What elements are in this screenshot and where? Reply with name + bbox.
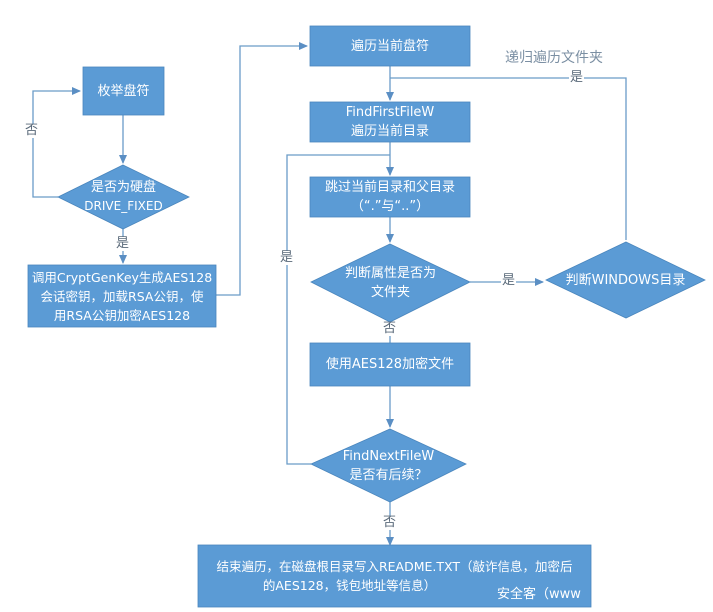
is-windows-text: 判断WINDOWS目录 [546, 242, 705, 318]
edge-next-yes-loop [286, 154, 390, 465]
label-next-yes: 是 [279, 250, 295, 265]
is-fixed-drive-line2: DRIVE_FIXED [84, 199, 163, 213]
traverse-drive-label: 遍历当前盘符 [350, 38, 429, 54]
watermark: 安全客（www [497, 587, 581, 602]
node-encrypt-file [309, 342, 471, 387]
label-next-no: 否 [382, 515, 398, 530]
edge-fixed-no-loop [32, 87, 81, 198]
edge-recursive-loop [390, 77, 627, 240]
gen-key-line3: 用RSA公钥加密AES128 [53, 307, 191, 323]
is-folder-line2: 文件夹 [370, 285, 410, 300]
node-is-fixed-drive [57, 164, 190, 230]
find-next-line2: 是否有后续？ [349, 467, 428, 483]
encrypt-file-text: 使用AES128加密文件 [310, 343, 470, 386]
is-folder-text: 判断属性是否为 文件夹 [311, 244, 470, 322]
skip-dirs-text: 跳过当前目录和父目录 （“.”与“..”） [310, 177, 470, 217]
node-find-first [309, 101, 471, 143]
node-traverse-drive [309, 25, 471, 67]
node-gen-key [27, 264, 217, 328]
label-fixed-no: 否 [24, 123, 40, 138]
label-folder-no: 否 [382, 321, 398, 336]
node-enum-drives [82, 66, 165, 116]
node-is-windows [545, 241, 706, 319]
enum-drives-label: 枚举盘符 [97, 83, 150, 99]
find-first-text: FindFirstFileW 遍历当前目录 [310, 102, 470, 142]
skip-dirs-line1: 跳过当前目录和父目录 [324, 180, 455, 195]
finish-text: 结束遍历，在磁盘根目录写入README.TXT（敲诈信息，加密后 的AES128… [198, 545, 591, 607]
is-fixed-drive-text: 是否为硬盘 DRIVE_FIXED [58, 165, 189, 229]
label-recursive-yes: 是 [569, 70, 585, 85]
label-folder-yes: 是 [501, 273, 517, 288]
label-fixed-yes: 是 [115, 236, 131, 251]
find-first-line2: 遍历当前目录 [350, 124, 429, 139]
find-first-line1: FindFirstFileW [345, 105, 435, 120]
gen-key-text: 调用CryptGenKey生成AES128 会话密钥，加载RSA公钥，使 用RS… [28, 265, 216, 327]
traverse-drive-text: 遍历当前盘符 [310, 26, 470, 66]
edge-genkey-to-traverse [216, 42, 308, 296]
skip-dirs-line2: （“.”与“..”） [350, 199, 430, 214]
finish-line1: 结束遍历，在磁盘根目录写入README.TXT（敲诈信息，加密后 [216, 559, 573, 574]
is-fixed-drive-line1: 是否为硬盘 [90, 180, 156, 195]
enum-drives-text: 枚举盘符 [83, 67, 164, 115]
is-windows-label: 判断WINDOWS目录 [565, 272, 686, 288]
encrypt-file-label: 使用AES128加密文件 [325, 357, 455, 372]
gen-key-line1: 调用CryptGenKey生成AES128 [31, 269, 213, 285]
label-recursive-title: 递归遍历文件夹 [505, 50, 603, 66]
is-folder-line1: 判断属性是否为 [344, 266, 436, 281]
gen-key-line2: 会话密钥，加载RSA公钥，使 [40, 288, 204, 304]
finish-line2: 的AES128，钱包地址等信息） [262, 578, 437, 593]
find-next-line1: FindNextFileW [342, 448, 435, 464]
node-find-next [310, 428, 467, 503]
find-next-text: FindNextFileW 是否有后续？ [311, 429, 466, 502]
node-skip-dirs [309, 176, 471, 218]
node-finish [197, 544, 592, 608]
